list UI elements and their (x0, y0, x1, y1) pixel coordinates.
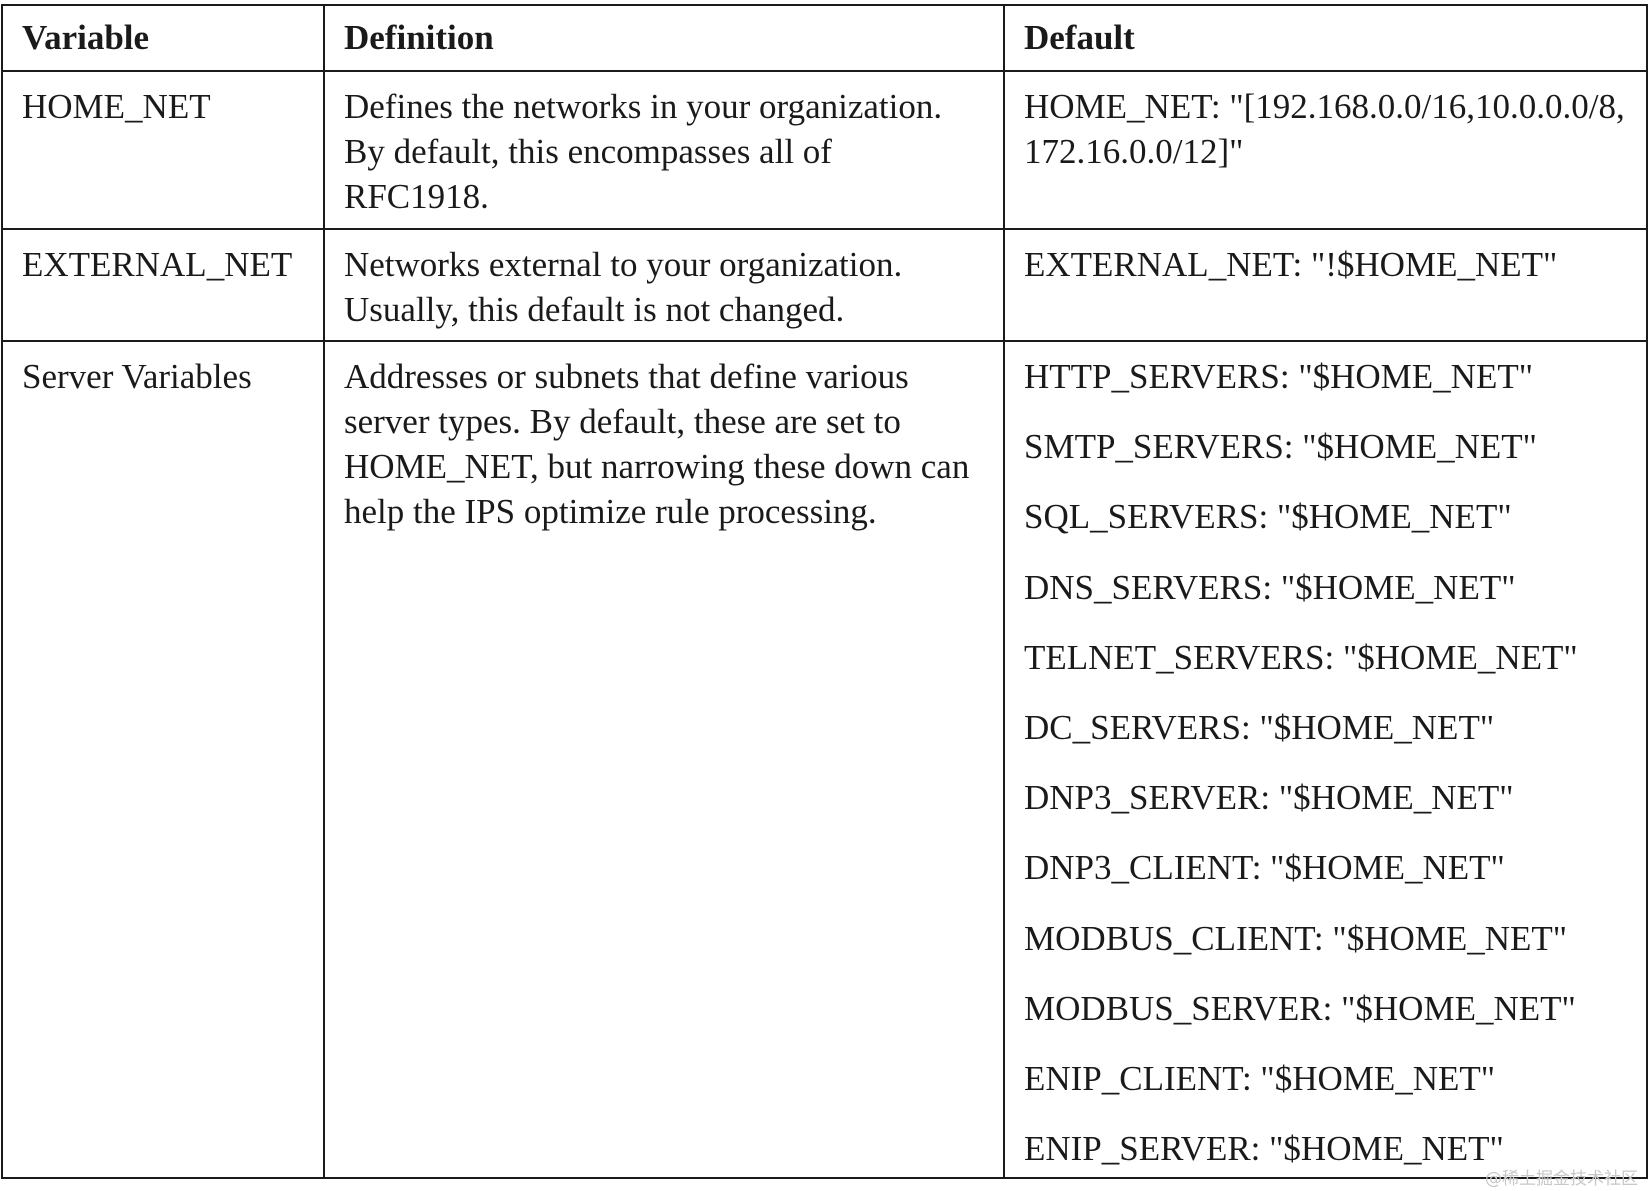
table-row: HOME_NET Defines the networks in your or… (1, 70, 1648, 230)
header-definition: Definition (323, 4, 1005, 72)
table-row: Server Variables Addresses or subnets th… (1, 340, 1648, 1179)
cell-variable: Server Variables (1, 340, 325, 1179)
header-default: Default (1003, 4, 1648, 72)
watermark: @稀土掘金技术社区 (1485, 1169, 1638, 1189)
header-variable: Variable (1, 4, 325, 72)
list-item: DNS_SERVERS: "$HOME_NET" (1024, 567, 1516, 607)
cell-default: EXTERNAL_NET: "!$HOME_NET" (1003, 228, 1648, 342)
table-header-row: Variable Definition Default (1, 4, 1648, 72)
cell-definition: Networks external to your organization. … (323, 228, 1005, 342)
cell-variable: HOME_NET (1, 70, 325, 230)
list-item: DNP3_SERVER: "$HOME_NET" (1024, 778, 1514, 818)
list-item: DC_SERVERS: "$HOME_NET" (1024, 707, 1495, 747)
list-item: SMTP_SERVERS: "$HOME_NET" (1024, 427, 1537, 467)
list-item: SQL_SERVERS: "$HOME_NET" (1024, 497, 1512, 537)
variables-table: Variable Definition Default HOME_NET Def… (1, 4, 1648, 1179)
cell-default: HOME_NET: "[192.168.0.0/16,10.0.0.0/8,17… (1003, 70, 1648, 230)
cell-default-list: HTTP_SERVERS: "$HOME_NET" SMTP_SERVERS: … (1003, 340, 1648, 1179)
list-item: DNP3_CLIENT: "$HOME_NET" (1024, 848, 1505, 888)
list-item: ENIP_SERVER: "$HOME_NET" (1024, 1129, 1504, 1169)
list-item: TELNET_SERVERS: "$HOME_NET" (1024, 637, 1578, 677)
list-item: ENIP_CLIENT: "$HOME_NET" (1024, 1058, 1496, 1098)
table-row: EXTERNAL_NET Networks external to your o… (1, 228, 1648, 342)
list-item: HTTP_SERVERS: "$HOME_NET" (1024, 357, 1533, 396)
cell-definition: Addresses or subnets that define various… (323, 340, 1005, 1179)
list-item: MODBUS_SERVER: "$HOME_NET" (1024, 988, 1576, 1028)
server-defaults-list: HTTP_SERVERS: "$HOME_NET" SMTP_SERVERS: … (1024, 354, 1628, 1171)
cell-variable: EXTERNAL_NET (1, 228, 325, 342)
cell-definition: Defines the networks in your organizatio… (323, 70, 1005, 230)
list-item: MODBUS_CLIENT: "$HOME_NET" (1024, 918, 1568, 958)
